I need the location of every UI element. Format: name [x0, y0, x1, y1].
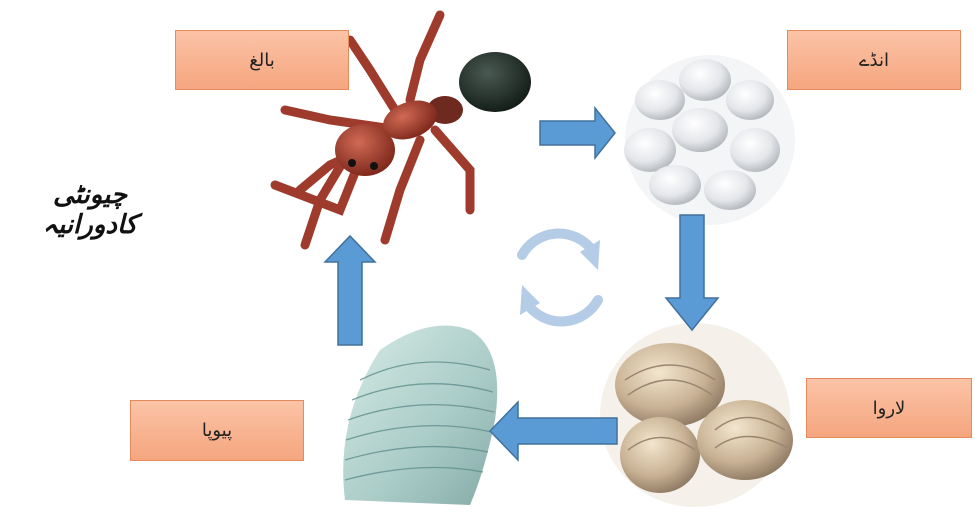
arrow-larva-to-pupa [490, 402, 617, 460]
pupa-image [343, 326, 497, 506]
larva-stage-label: لاروا [806, 378, 972, 438]
arrow-eggs-to-larva [666, 215, 718, 330]
diagram-title: چیونٹی کادورانیہ [10, 180, 170, 230]
adult-stage-label: بالغ [175, 30, 349, 90]
arrow-pupa-to-adult [325, 236, 375, 345]
cycle-icon [520, 234, 600, 322]
eggs-stage-label: انڈے [787, 30, 961, 90]
eggs-image [624, 55, 795, 225]
larva-image [600, 323, 793, 507]
pupa-stage-label: پیوپا [130, 400, 304, 461]
arrow-adult-to-eggs [540, 108, 615, 158]
